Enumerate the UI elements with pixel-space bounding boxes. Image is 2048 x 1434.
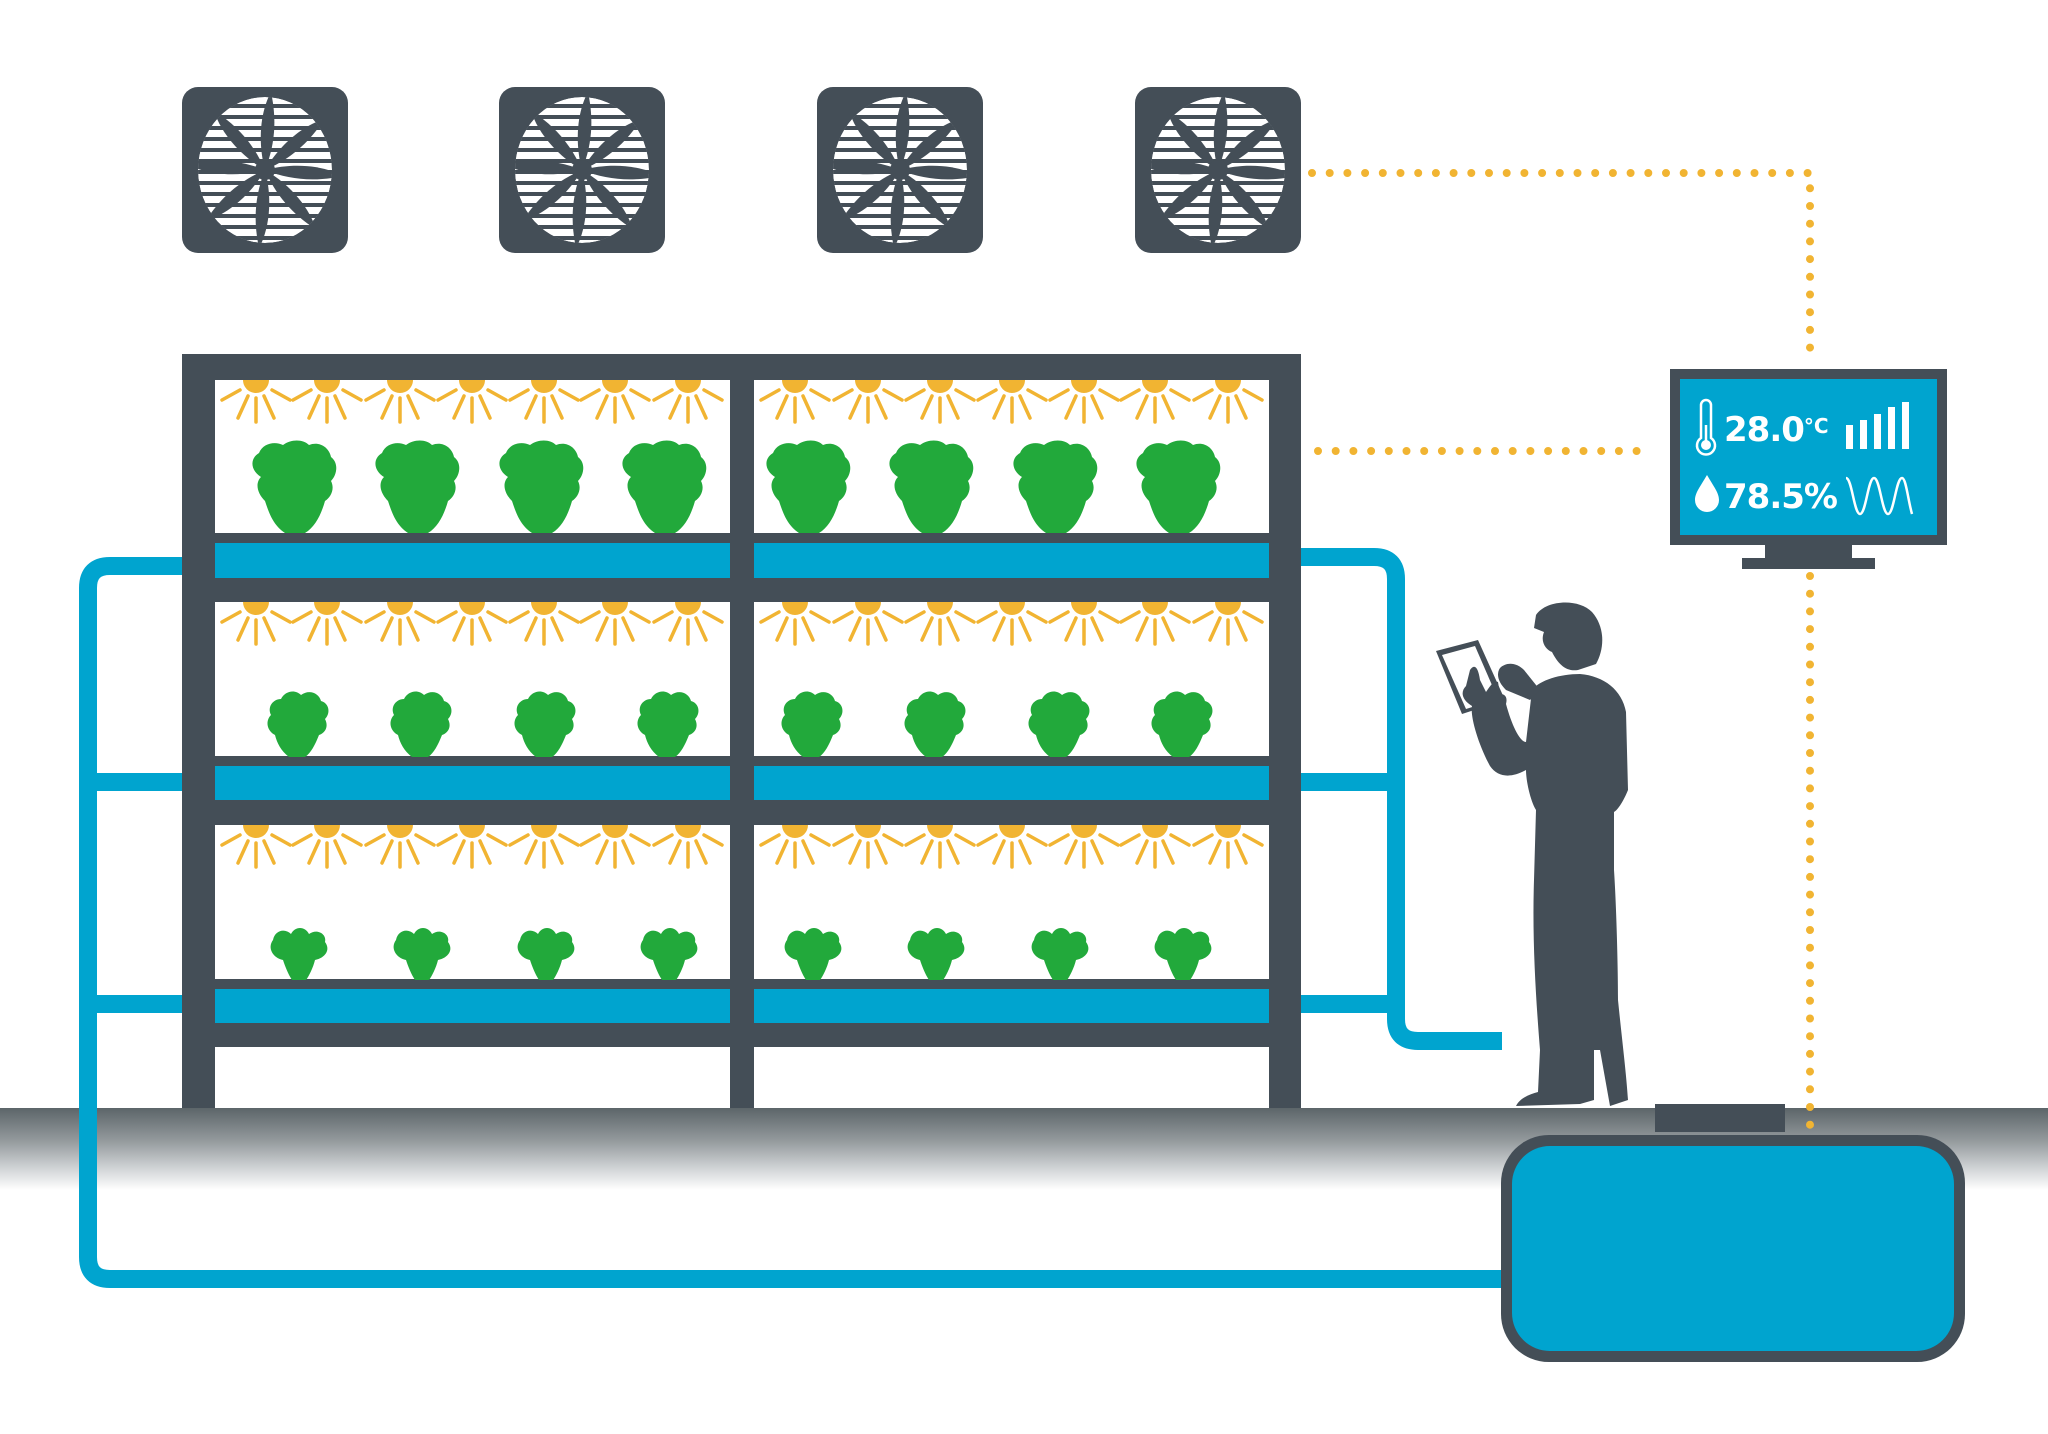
- thermometer-icon: [1695, 398, 1717, 456]
- fan-icon: [499, 87, 665, 253]
- humidity-value: 78.5: [1724, 477, 1805, 517]
- climate-monitor: [1670, 369, 1947, 569]
- sine-wave-icon: [1845, 476, 1914, 516]
- ventilation-fans: [182, 87, 1301, 253]
- temperature-unit: °C: [1803, 414, 1829, 438]
- sensor-signal-lines: [1308, 169, 1814, 1130]
- grow-rack: [182, 354, 1301, 1108]
- fan-icon: [817, 87, 983, 253]
- temperature-readout: 28.0°C: [1724, 413, 1829, 447]
- temperature-value: 28.0: [1724, 410, 1805, 450]
- fan-icon: [182, 87, 348, 253]
- water-drop-icon: [1695, 475, 1719, 512]
- humidity-unit: %: [1803, 477, 1838, 517]
- signal-bars-icon: [1846, 402, 1909, 449]
- nutrient-tank: [1501, 1104, 1965, 1362]
- water-pipes: [79, 548, 1502, 1288]
- worker-silhouette: [1436, 602, 1628, 1106]
- fan-icon: [1135, 87, 1301, 253]
- humidity-readout: 78.5%: [1724, 477, 1838, 517]
